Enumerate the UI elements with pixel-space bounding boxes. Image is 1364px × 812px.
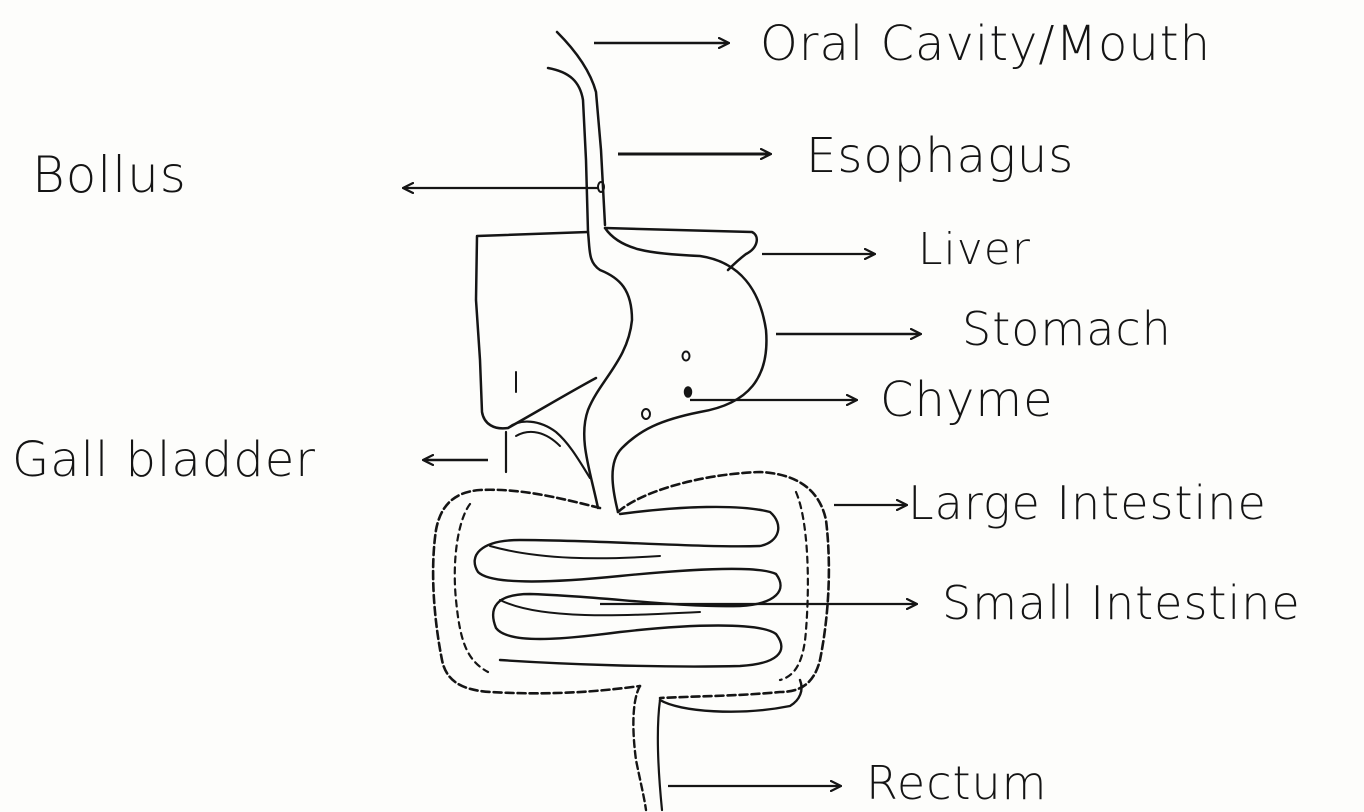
large-intestine-label: Large Intestine	[908, 480, 1267, 526]
small-intestine-shape	[475, 507, 782, 667]
rectum-label: Rectum	[866, 760, 1048, 806]
gall-bladder-shape	[506, 422, 590, 478]
stomach-shape	[584, 228, 766, 512]
rectum-shape	[633, 680, 801, 810]
bolus-label: Bollus	[32, 150, 187, 200]
esophagus-label: Esophagus	[806, 132, 1074, 180]
stomach-label: Stomach	[962, 306, 1172, 352]
large-intestine-shape	[433, 472, 829, 698]
gall-bladder-label: Gall bladder	[12, 436, 316, 484]
liver-label: Liver	[918, 228, 1031, 272]
liver-shape	[476, 228, 757, 428]
oral-cavity-label: Oral Cavity/Mouth	[760, 20, 1211, 68]
esophagus-shape	[548, 32, 605, 232]
chyme-label: Chyme	[880, 376, 1054, 424]
small-intestine-label: Small Intestine	[942, 580, 1301, 626]
